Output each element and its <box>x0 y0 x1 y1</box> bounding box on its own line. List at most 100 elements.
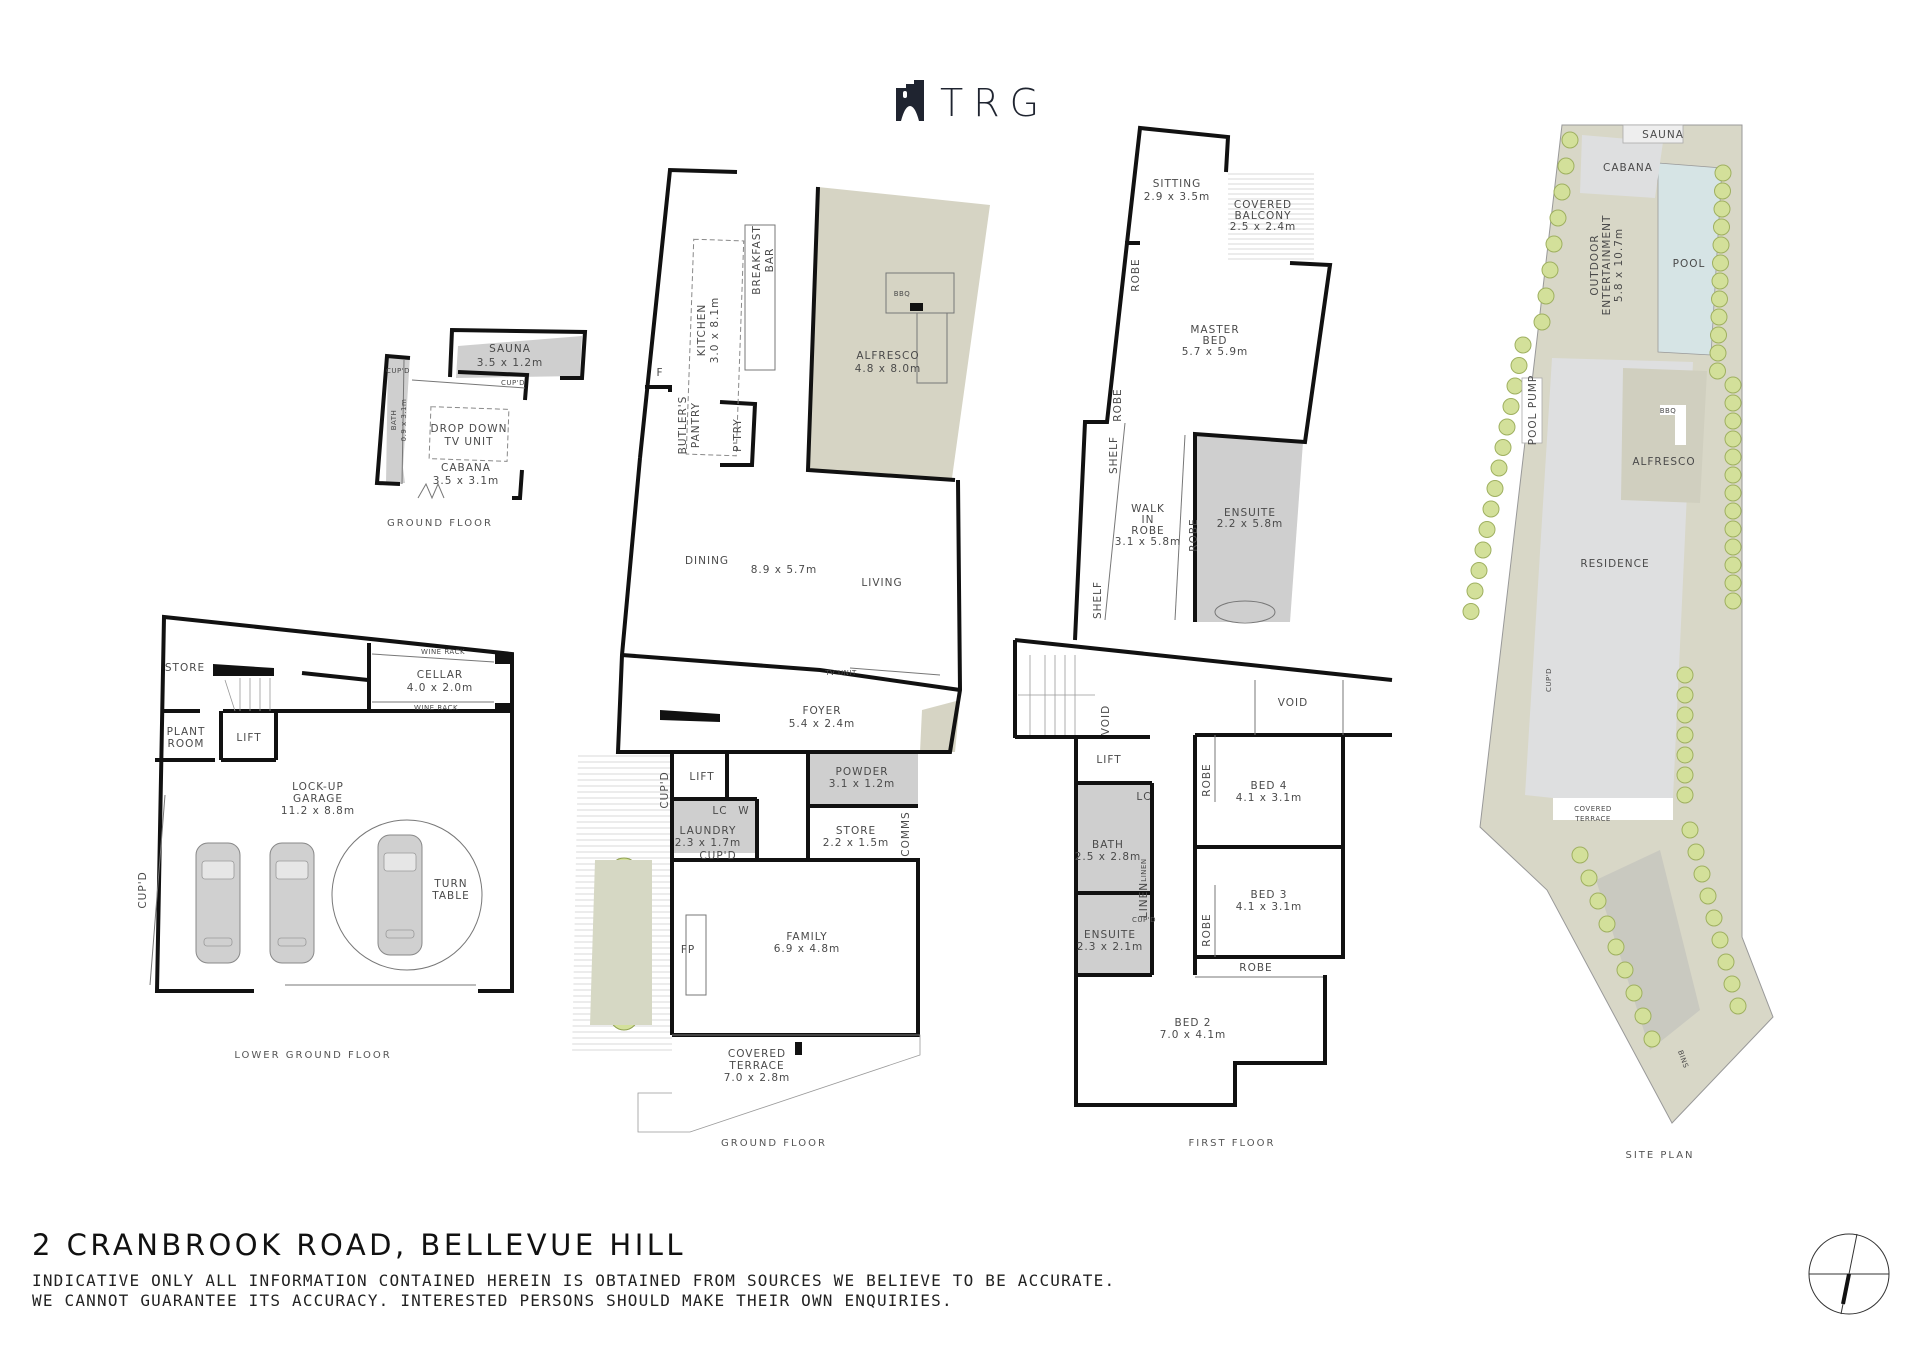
sauna-label: SAUNA <box>489 343 531 355</box>
tree-icon <box>1724 502 1742 520</box>
covered-terrace-dims: 7.0 x 2.8m <box>724 1072 791 1084</box>
walk-in-robe-label-2: IN <box>1142 514 1155 526</box>
master-bed-label-2: BED <box>1203 335 1228 347</box>
car-icon <box>269 842 315 964</box>
tree-icon <box>1676 666 1694 684</box>
cabana-plan: SAUNA 3.5 x 1.2m CUP'D CUP'D BATH 0.9 x … <box>374 327 588 529</box>
lower-ground-plan: STORE WINE RACK CELLAR 4.0 x 2.0m WINE R… <box>137 614 514 1061</box>
residence-label: RESIDENCE <box>1580 558 1649 570</box>
tree-icon <box>1709 344 1727 362</box>
tree-icon <box>1724 484 1742 502</box>
tree-icon <box>1561 131 1579 149</box>
car-windscreen <box>383 852 417 872</box>
wine-rack-label: WINE RACK <box>421 648 465 656</box>
plan-title-lower-ground: LOWER GROUND FLOOR <box>234 1050 391 1061</box>
family-label: FAMILY <box>786 931 827 943</box>
lc-label: LC <box>712 805 727 817</box>
tree-icon <box>1589 892 1607 910</box>
car-windscreen <box>201 860 235 880</box>
stair <box>224 678 271 712</box>
garage-label: LOCK-UP <box>292 781 344 793</box>
linen-label: LINEN <box>1140 858 1148 881</box>
foyer-dims: 5.4 x 2.4m <box>789 718 856 730</box>
tree-icon <box>1724 376 1742 394</box>
plan-title-cabana: GROUND FLOOR <box>387 518 493 529</box>
shelf-label: SHELF <box>1092 581 1104 619</box>
alfresco-dims: 4.8 x 8.0m <box>855 363 922 375</box>
tree-icon <box>1723 975 1741 993</box>
tv-unit-label: TV UNIT <box>824 669 857 677</box>
tree-icon <box>1724 394 1742 412</box>
tree-icon <box>1545 235 1563 253</box>
tree-icon <box>1712 254 1729 272</box>
plan-title-ground: GROUND FLOOR <box>721 1138 827 1149</box>
site-covered-terrace-label: COVERED <box>1574 805 1612 813</box>
butlers-pantry-label-2: PANTRY <box>690 402 702 448</box>
site-cabana-label: CABANA <box>1603 162 1653 174</box>
tree-icon <box>1724 412 1742 430</box>
balcony-label-2: BALCONY <box>1234 210 1291 222</box>
breakfast-bar-label: BREAKFAST <box>751 225 763 295</box>
property-address: 2 CRANBROOK ROAD, BELLEVUE HILL <box>32 1228 687 1262</box>
tree-icon <box>1676 726 1694 744</box>
tree-icon <box>1498 418 1516 436</box>
ensuite2-dims: 2.3 x 2.1m <box>1077 941 1144 953</box>
tree-icon <box>1676 746 1694 764</box>
dining-label: DINING <box>685 555 729 567</box>
disclaimer-line-1: INDICATIVE ONLY ALL INFORMATION CONTAINE… <box>32 1271 1116 1290</box>
laundry-area <box>673 800 757 853</box>
tree-icon <box>1510 357 1528 374</box>
site-sauna-label: SAUNA <box>1642 129 1684 141</box>
tree-icon <box>1494 439 1512 456</box>
cabana-label: CABANA <box>441 462 491 474</box>
robe-label: ROBE <box>1112 388 1124 421</box>
void-label: VOID <box>1100 705 1112 735</box>
covered-terrace-label-2: TERRACE <box>728 1060 784 1072</box>
walk-in-robe-label: WALK <box>1131 503 1165 515</box>
tree-icon <box>1699 887 1717 905</box>
balcony-label: COVERED <box>1234 199 1292 211</box>
living-label: LIVING <box>861 577 902 589</box>
shelf-label: SHELF <box>1108 436 1120 474</box>
tree-icon <box>1687 843 1705 861</box>
tree-icon <box>1474 541 1492 559</box>
plant-room-label: PLANT <box>167 726 206 738</box>
pool-label: POOL <box>1673 258 1706 270</box>
dining-living-dims: 8.9 x 5.7m <box>751 564 818 576</box>
tree-icon <box>1580 869 1598 887</box>
tree-icon <box>1676 766 1694 784</box>
tree-icon <box>1711 272 1729 290</box>
cupd-label: CUP'D <box>699 850 736 862</box>
covered-balcony <box>1228 173 1314 260</box>
ground-floor-plan: KITCHEN 3.0 x 8.1m BREAKFAST BAR F BUTLE… <box>572 167 990 1149</box>
alfresco-area <box>808 187 990 478</box>
cellar-label: CELLAR <box>417 669 463 681</box>
cupd-label: CUP'D <box>137 871 149 908</box>
car-rear <box>385 929 415 939</box>
laundry-dims: 2.3 x 1.7m <box>675 837 742 849</box>
covered-terrace-label: COVERED <box>728 1048 786 1060</box>
comms-label: COMMS <box>900 811 912 856</box>
tree-icon <box>1705 909 1723 927</box>
lift-label: LIFT <box>689 771 714 783</box>
tree-icon <box>1724 538 1742 556</box>
ensuite-label: ENSUITE <box>1224 507 1276 519</box>
foyer-label: FOYER <box>802 705 841 717</box>
bath-label: BATH <box>390 410 398 431</box>
tree-icon <box>1598 915 1616 933</box>
tree-icon <box>1490 459 1508 477</box>
turn-table-label: TURN <box>433 878 467 890</box>
tree-icon <box>1717 953 1735 971</box>
void-label: VOID <box>1278 697 1308 709</box>
bbq-label: BBQ <box>894 290 911 298</box>
north-arrow-icon <box>1808 1233 1890 1315</box>
cellar-dims: 4.0 x 2.0m <box>407 682 474 694</box>
tree-icon <box>1541 261 1559 279</box>
site-alfresco <box>1621 368 1707 503</box>
ensuite-dims: 2.2 x 5.8m <box>1217 518 1284 530</box>
lc-label: LC <box>1136 791 1151 803</box>
sitting-label: SITTING <box>1153 178 1202 190</box>
tree-icon <box>1724 466 1742 484</box>
ensuite2-label: ENSUITE <box>1084 929 1136 941</box>
